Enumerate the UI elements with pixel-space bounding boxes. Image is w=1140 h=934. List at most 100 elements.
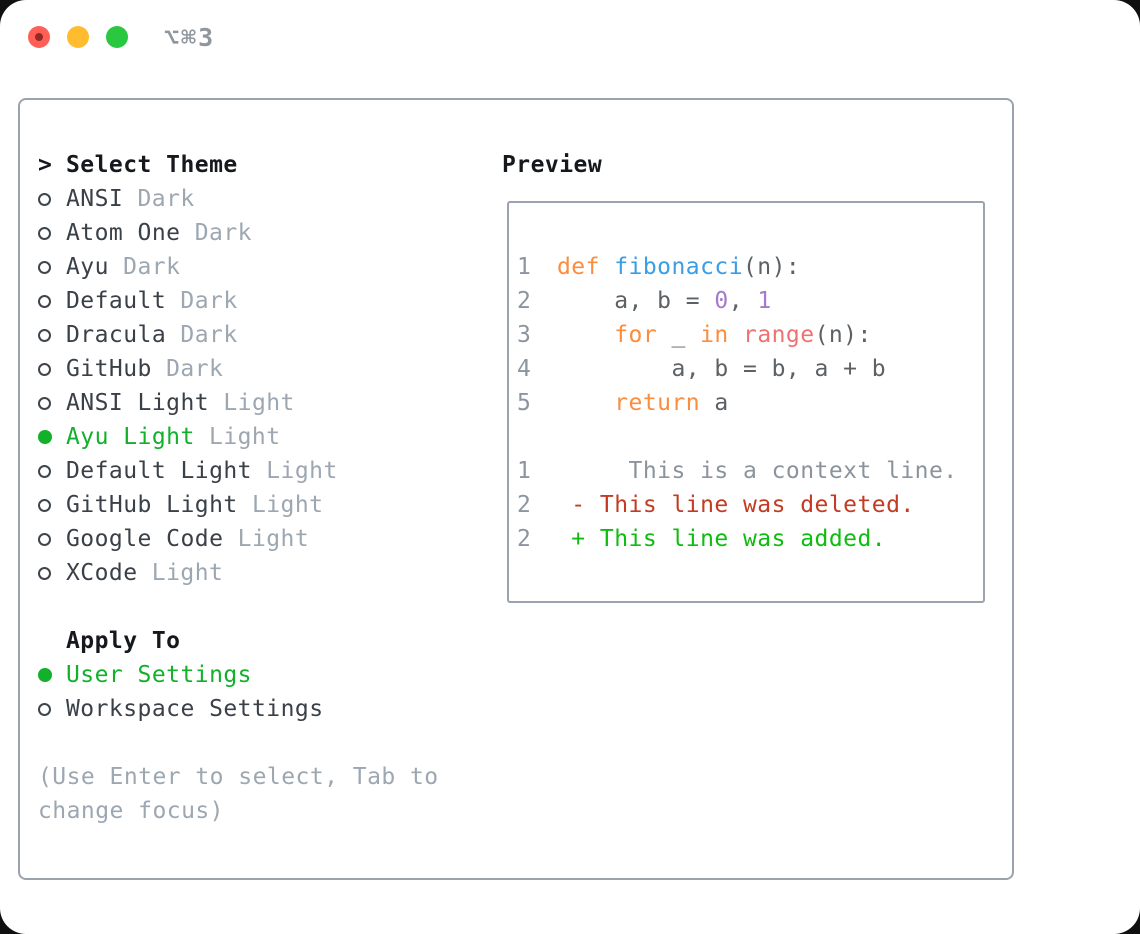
hint-line-1: (Use Enter to select, Tab to bbox=[38, 764, 439, 790]
theme-option[interactable]: GitHub Light Light bbox=[38, 488, 478, 522]
line-number: 3 bbox=[517, 322, 532, 348]
radio-icon bbox=[38, 464, 51, 478]
theme-option[interactable]: ANSI Light Light bbox=[38, 386, 478, 420]
theme-variant-badge: Light bbox=[237, 526, 310, 552]
select-theme-title: Select Theme bbox=[66, 152, 238, 178]
code-token-builtin: range bbox=[743, 322, 815, 348]
code-token-added: + This line was added. bbox=[557, 526, 887, 552]
code-token-fg bbox=[600, 250, 614, 284]
code-token-fg bbox=[557, 318, 614, 352]
window-title: ⌥⌘3 bbox=[164, 23, 216, 52]
theme-option-marker bbox=[38, 430, 66, 444]
apply-option-label: Workspace Settings bbox=[66, 696, 324, 722]
theme-variant-badge: Dark bbox=[194, 220, 252, 246]
theme-variant-badge: Dark bbox=[166, 356, 224, 382]
theme-variant-badge: Light bbox=[223, 390, 295, 416]
apply-option[interactable]: Workspace Settings bbox=[38, 692, 478, 726]
theme-variant-badge: Light bbox=[151, 560, 224, 586]
theme-option-marker bbox=[38, 532, 66, 546]
blank-line bbox=[517, 420, 977, 454]
line-number: 1 bbox=[517, 254, 532, 280]
radio-icon bbox=[38, 260, 51, 274]
focus-caret-icon: > bbox=[38, 152, 53, 178]
theme-name: Default bbox=[66, 288, 167, 314]
theme-name: ANSI bbox=[66, 186, 124, 212]
code-token-fg: (n): bbox=[743, 254, 801, 280]
titlebar: ⌥⌘3 bbox=[0, 0, 1140, 74]
theme-option-marker bbox=[38, 226, 66, 240]
theme-variant-badge: Dark bbox=[137, 186, 195, 212]
line-number: 2 bbox=[517, 492, 532, 518]
selected-radio-icon bbox=[38, 668, 52, 682]
apply-option[interactable]: User Settings bbox=[38, 658, 478, 692]
preview-header-row: Preview bbox=[502, 148, 1002, 182]
radio-icon bbox=[38, 226, 51, 240]
code-token-fg: a, b = b, a + b bbox=[557, 356, 887, 382]
theme-option[interactable]: ANSI Dark bbox=[38, 182, 478, 216]
diff-deleted-line: 2 - This line was deleted. bbox=[517, 488, 977, 522]
theme-option[interactable]: Atom One Dark bbox=[38, 216, 478, 250]
theme-name: Ayu Light bbox=[66, 424, 195, 450]
theme-variant-badge: Light bbox=[266, 458, 338, 484]
theme-name: Ayu bbox=[66, 254, 109, 280]
apply-option-marker bbox=[38, 702, 66, 716]
theme-option-marker bbox=[38, 566, 66, 580]
theme-name: GitHub Light bbox=[66, 492, 238, 518]
theme-name: Atom One bbox=[66, 220, 181, 246]
radio-icon bbox=[38, 566, 51, 580]
code-token-keyword: return bbox=[614, 390, 701, 416]
code-token-fg: (n): bbox=[814, 322, 872, 348]
radio-icon bbox=[38, 498, 51, 512]
radio-icon bbox=[38, 362, 51, 376]
code-token-keyword: in bbox=[700, 322, 729, 348]
theme-option-marker bbox=[38, 260, 66, 274]
select-theme-header: > Select Theme bbox=[38, 148, 478, 182]
theme-variant-badge: Light bbox=[209, 424, 281, 450]
close-button[interactable] bbox=[28, 26, 50, 48]
diff-context-line: 1 This is a context line. bbox=[517, 454, 977, 488]
theme-variant-badge: Light bbox=[251, 492, 324, 518]
radio-icon bbox=[38, 328, 51, 342]
code-line: 2 a, b = 0, 1 bbox=[517, 284, 977, 318]
minimize-button[interactable] bbox=[67, 26, 89, 48]
diff-added-line: 2 + This line was added. bbox=[517, 522, 977, 556]
theme-name: Google Code bbox=[66, 526, 224, 552]
radio-icon bbox=[38, 294, 51, 308]
radio-icon bbox=[38, 702, 51, 716]
code-token-deleted: - This line was deleted. bbox=[557, 492, 915, 518]
spacer-row bbox=[38, 726, 478, 760]
code-line: 4 a, b = b, a + b bbox=[517, 352, 977, 386]
theme-option-marker bbox=[38, 362, 66, 376]
code-token-fg: , bbox=[728, 288, 758, 314]
code-token-number: 0 bbox=[714, 288, 729, 314]
apply-option-label: User Settings bbox=[66, 662, 252, 688]
theme-option[interactable]: Ayu Light Light bbox=[38, 420, 478, 454]
line-number: 1 bbox=[517, 458, 532, 484]
code-token-fg: a, b = bbox=[557, 288, 715, 314]
line-number: 4 bbox=[517, 356, 532, 382]
theme-name: ANSI Light bbox=[66, 390, 210, 416]
code-token-fg bbox=[729, 318, 743, 352]
code-token-number: 1 bbox=[757, 288, 772, 314]
apply-option-marker bbox=[38, 668, 66, 682]
theme-option[interactable]: XCode Light bbox=[38, 556, 478, 590]
theme-option[interactable]: Google Code Light bbox=[38, 522, 478, 556]
zoom-button[interactable] bbox=[106, 26, 128, 48]
line-number: 2 bbox=[517, 288, 532, 314]
theme-name: XCode bbox=[66, 560, 138, 586]
code-token-context: This is a context line. bbox=[557, 458, 958, 484]
line-number: 2 bbox=[517, 526, 532, 552]
code-line: 5 return a bbox=[517, 386, 977, 420]
theme-option-marker bbox=[38, 192, 66, 206]
code-token-keyword: for bbox=[614, 322, 658, 348]
